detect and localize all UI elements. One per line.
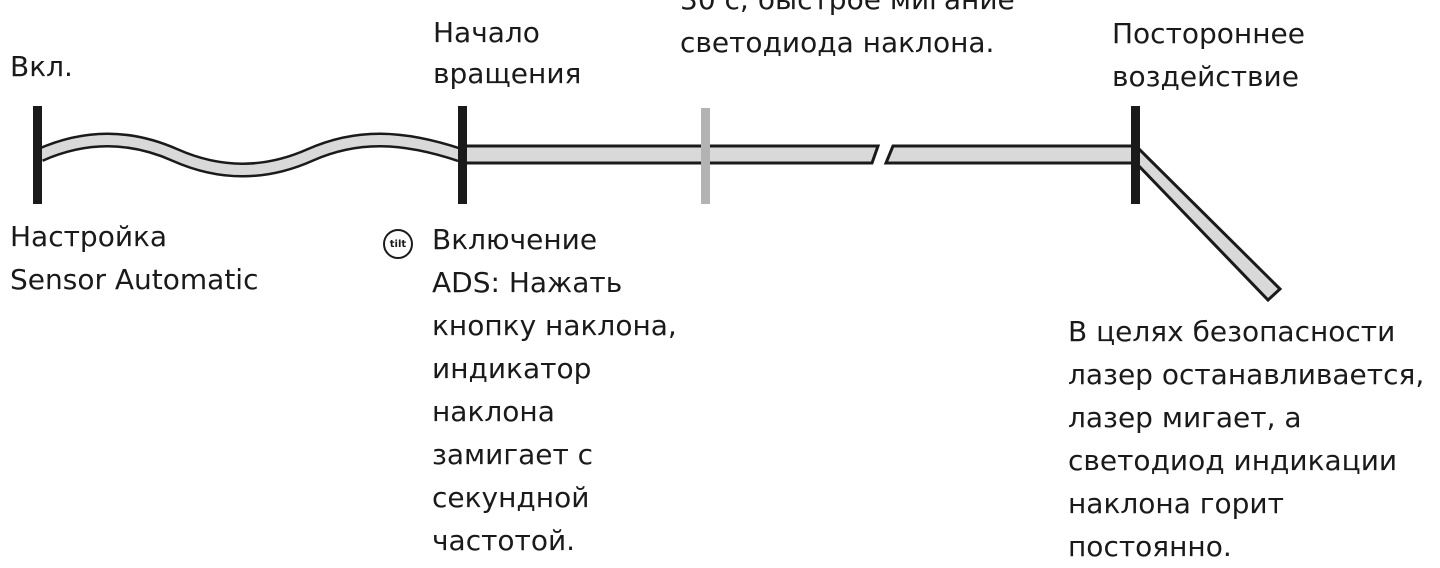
label-external-impact: Постороннее воздействие: [1112, 17, 1305, 93]
label-on: Вкл.: [10, 50, 73, 83]
label-safety-stop: В целях безопасности лазер останавливает…: [1068, 315, 1425, 563]
band-segment-2: [883, 144, 1138, 165]
marker-external-impact: [1131, 106, 1140, 204]
band-segment-1: [460, 144, 881, 165]
marker-rotation-start: [458, 106, 467, 204]
band-diagonal-drop: [1134, 142, 1283, 303]
label-rotation-start: Начало вращения: [433, 16, 582, 90]
tilt-button-icon: tilt: [383, 229, 413, 259]
label-setup: Настройка Sensor Automatic: [10, 220, 259, 296]
wavy-band-fill: [37, 135, 462, 175]
label-30s-blink: 30 с, быстрое мигание светодиода наклона…: [680, 0, 1015, 59]
marker-30s-blink: [701, 108, 710, 204]
marker-on: [33, 106, 42, 204]
label-ads-activation: Включение ADS: Нажать кнопку наклона, ин…: [432, 223, 677, 557]
